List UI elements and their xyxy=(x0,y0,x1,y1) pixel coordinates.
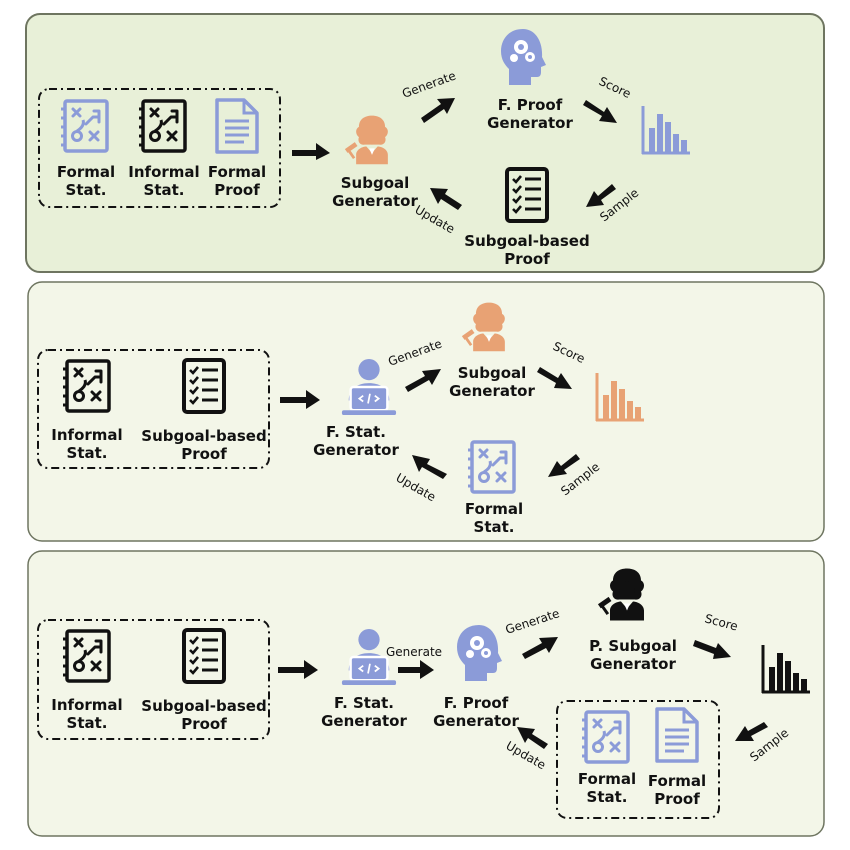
generate-label-1: Generate xyxy=(386,645,442,659)
generate-arrow-1 xyxy=(398,660,434,679)
f-stat-generator-label: F. Stat.Generator xyxy=(321,694,407,730)
arrow-to-f-stat-generator xyxy=(278,660,318,679)
panel-1-background xyxy=(25,13,825,273)
f-stat-generator-label: F. Stat.Generator xyxy=(313,423,399,459)
panel-2-background xyxy=(27,281,825,542)
sample-arrow xyxy=(586,184,616,207)
score-arrow xyxy=(583,100,617,123)
generate-arrow xyxy=(405,369,441,392)
panel-3-background xyxy=(27,550,825,837)
panel-2-input-group xyxy=(37,349,270,469)
update-arrow xyxy=(412,455,447,479)
sample-arrow xyxy=(735,722,768,741)
arrow-to-subgoal-generator xyxy=(292,143,330,160)
panel-3-input-group xyxy=(37,619,270,740)
arrow-to-f-stat-generator xyxy=(280,390,320,409)
generate-arrow-2 xyxy=(522,637,558,659)
generate-arrow xyxy=(421,98,455,123)
score-arrow xyxy=(537,367,572,389)
score-arrow xyxy=(693,640,731,659)
update-arrow xyxy=(430,188,462,210)
panel-1-input-group xyxy=(38,88,281,208)
update-arrow xyxy=(517,727,548,749)
sample-arrow xyxy=(548,454,580,477)
